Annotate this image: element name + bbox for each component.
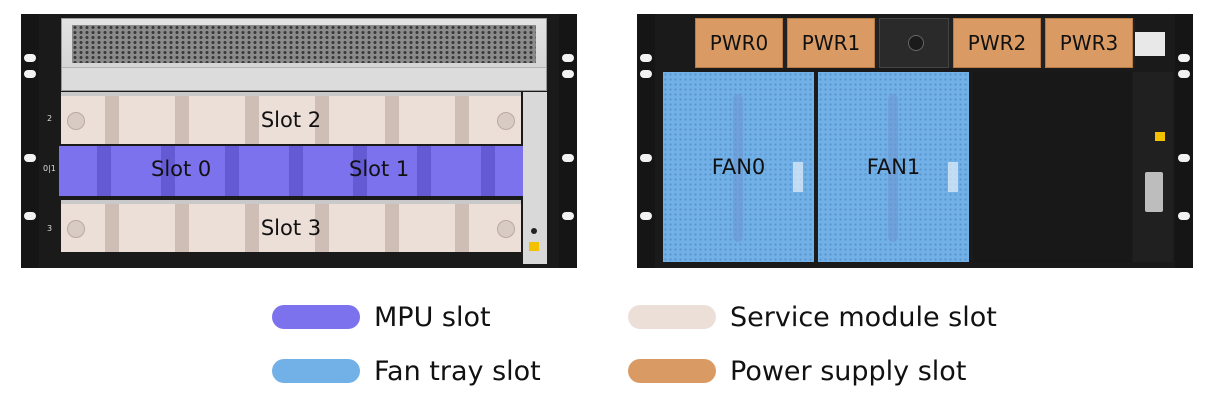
slot-side-number: 3 bbox=[47, 224, 53, 233]
mounting-hole bbox=[24, 212, 36, 220]
fan-latch bbox=[793, 162, 803, 192]
port-block bbox=[1135, 32, 1165, 56]
front-side-panel bbox=[523, 92, 547, 264]
mounting-hole bbox=[1178, 70, 1190, 78]
grounding-panel bbox=[1133, 72, 1173, 262]
mounting-hole bbox=[562, 154, 574, 162]
switch-knob bbox=[908, 35, 924, 51]
slot-label: Slot 3 bbox=[260, 216, 322, 240]
legend-swatch bbox=[272, 305, 360, 329]
legend-item-fan: Fan tray slot bbox=[272, 353, 541, 389]
fan-label: FAN1 bbox=[866, 155, 921, 179]
service-slot-2[interactable]: Slot 2 bbox=[61, 92, 521, 144]
rear-chassis: PWR0 PWR1 PWR2 PWR3 FAN0 FAN1 bbox=[637, 14, 1193, 268]
indicator-dot bbox=[531, 228, 537, 234]
right-mounting-ear bbox=[559, 14, 577, 268]
control-panel bbox=[879, 18, 949, 68]
warning-icon bbox=[529, 242, 539, 251]
legend-item-power: Power supply slot bbox=[628, 353, 966, 389]
left-mounting-ear bbox=[21, 14, 39, 268]
mounting-hole bbox=[640, 154, 652, 162]
empty-bay bbox=[973, 72, 1131, 262]
slot-label: Slot 0 bbox=[151, 157, 212, 181]
power-supply-slot-1[interactable]: PWR1 bbox=[787, 18, 875, 68]
slot-side-number: 0|1 bbox=[43, 164, 56, 173]
fan-latch bbox=[948, 162, 958, 192]
fan-handle bbox=[733, 94, 743, 242]
power-supply-slot-3[interactable]: PWR3 bbox=[1045, 18, 1133, 68]
legend-swatch bbox=[272, 359, 360, 383]
slot-knob bbox=[497, 220, 515, 238]
psu-label: PWR3 bbox=[1059, 31, 1119, 55]
mounting-hole bbox=[24, 54, 36, 62]
legend-label: Power supply slot bbox=[730, 355, 967, 387]
left-mounting-ear bbox=[637, 14, 655, 268]
legend-item-mpu: MPU slot bbox=[272, 299, 491, 335]
vent-lip bbox=[62, 67, 546, 90]
power-supply-bay: PWR0 PWR1 PWR2 PWR3 bbox=[695, 18, 1135, 68]
legend-swatch bbox=[628, 305, 716, 329]
slot-knob bbox=[497, 112, 515, 130]
mounting-hole bbox=[562, 54, 574, 62]
legend-item-service: Service module slot bbox=[628, 299, 997, 335]
service-slot-3[interactable]: Slot 3 bbox=[61, 200, 521, 252]
slot-label: Slot 1 bbox=[349, 157, 410, 181]
vent-grille bbox=[72, 25, 536, 63]
mounting-hole bbox=[24, 70, 36, 78]
ground-screw-icon bbox=[1145, 172, 1163, 212]
slot-knob bbox=[67, 220, 85, 238]
legend-label: Fan tray slot bbox=[374, 355, 541, 387]
right-mounting-ear bbox=[1175, 14, 1193, 268]
front-chassis: 2 Slot 2 0|1 Slot 0 Slot 1 3 Slot 3 bbox=[21, 14, 577, 268]
mounting-hole bbox=[562, 70, 574, 78]
mounting-hole bbox=[1178, 154, 1190, 162]
mpu-slot[interactable]: Slot 0 Slot 1 bbox=[59, 146, 523, 196]
power-supply-slot-2[interactable]: PWR2 bbox=[953, 18, 1041, 68]
mounting-hole bbox=[1178, 212, 1190, 220]
psu-label: PWR0 bbox=[709, 31, 769, 55]
slot-side-number: 2 bbox=[47, 114, 53, 123]
slot-label: Slot 2 bbox=[260, 108, 322, 132]
slot-knob bbox=[67, 112, 85, 130]
legend-label: MPU slot bbox=[374, 301, 491, 333]
warning-icon bbox=[1155, 132, 1165, 141]
legend-label: Service module slot bbox=[730, 301, 997, 333]
psu-label: PWR1 bbox=[801, 31, 861, 55]
psu-label: PWR2 bbox=[967, 31, 1027, 55]
fan-tray-slot-0[interactable]: FAN0 bbox=[663, 72, 814, 262]
fan-handle bbox=[888, 94, 898, 242]
mounting-hole bbox=[1178, 54, 1190, 62]
mounting-hole bbox=[24, 154, 36, 162]
legend-swatch bbox=[628, 359, 716, 383]
mounting-hole bbox=[640, 54, 652, 62]
fan-label: FAN0 bbox=[711, 155, 766, 179]
power-supply-slot-0[interactable]: PWR0 bbox=[695, 18, 783, 68]
fan-tray-slot-1[interactable]: FAN1 bbox=[818, 72, 969, 262]
mounting-hole bbox=[562, 212, 574, 220]
mounting-hole bbox=[640, 70, 652, 78]
front-vent bbox=[61, 18, 547, 91]
mounting-hole bbox=[640, 212, 652, 220]
